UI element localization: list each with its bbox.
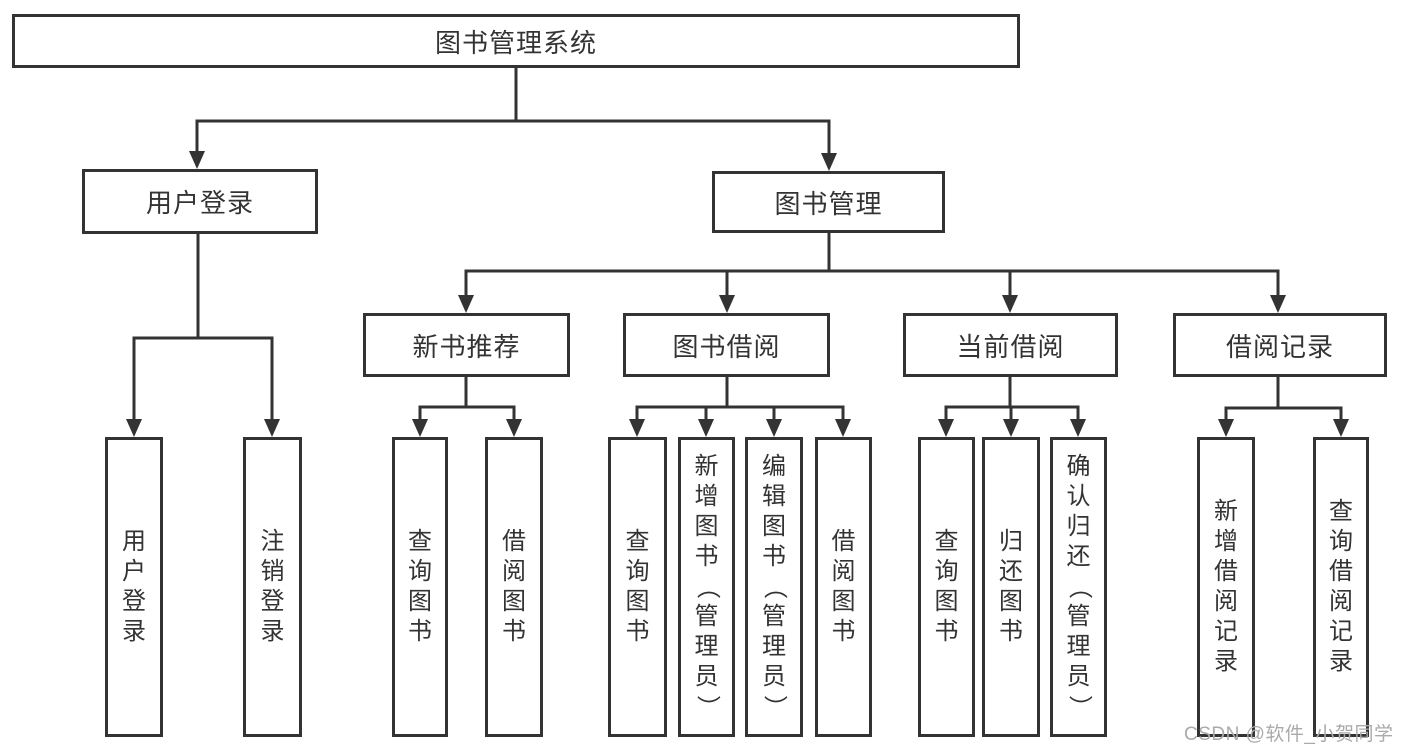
arrow-down-icon — [719, 295, 735, 313]
leaf-label: 新增图书（管理员） — [693, 453, 721, 719]
arrow-down-icon — [629, 419, 645, 437]
leaf-borrow-query-books: 查询图书 — [608, 437, 667, 737]
leaf-label: 确认归还（管理员） — [1065, 453, 1093, 719]
node-new-book-recommend: 新书推荐 — [363, 313, 570, 377]
node-root: 图书管理系统 — [12, 14, 1020, 68]
node-current-borrow: 当前借阅 — [903, 313, 1118, 377]
arrow-down-icon — [938, 419, 954, 437]
leaf-label: 借阅图书 — [831, 528, 856, 645]
leaf-label: 借阅图书 — [502, 528, 526, 645]
edge-records-to-leaves — [1224, 377, 1343, 419]
leaf-label: 编辑图书（管理员） — [761, 453, 788, 719]
leaf-label: 查询图书 — [408, 528, 432, 645]
arrow-down-icon — [698, 419, 714, 437]
arrow-down-icon — [264, 419, 280, 437]
arrow-down-icon — [506, 419, 522, 437]
edge-current-to-leaves — [944, 377, 1080, 419]
arrow-down-icon — [766, 419, 782, 437]
leaf-borrow-add-books-admin: 新增图书（管理员） — [678, 437, 735, 737]
arrow-down-icon — [1070, 419, 1086, 437]
edge-borrow-to-leaves — [635, 377, 845, 419]
node-book-management: 图书管理 — [712, 171, 945, 233]
leaf-newrec-borrow-books: 借阅图书 — [485, 437, 543, 737]
arrow-down-icon — [835, 419, 851, 437]
leaf-logout-login: 注销登录 — [243, 437, 302, 737]
leaf-label: 查询借阅记录 — [1329, 498, 1353, 675]
edge-bookmgmt-to-level2 — [464, 233, 1280, 295]
leaf-label: 查询图书 — [934, 528, 959, 645]
leaf-current-confirm-return-admin: 确认归还（管理员） — [1050, 437, 1107, 737]
leaf-current-query-books: 查询图书 — [918, 437, 975, 737]
watermark: CSDN @软件_小贺同学 — [1184, 724, 1394, 745]
edge-root-to-level1 — [195, 68, 831, 153]
node-borrow-records: 借阅记录 — [1173, 313, 1387, 377]
arrow-down-icon — [412, 419, 428, 437]
arrow-down-icon — [189, 151, 205, 169]
leaf-label: 查询图书 — [625, 528, 650, 645]
leaf-borrow-edit-books-admin: 编辑图书（管理员） — [745, 437, 803, 737]
arrow-down-icon — [126, 419, 142, 437]
leaf-label: 新增借阅记录 — [1214, 498, 1238, 675]
leaf-label: 归还图书 — [999, 528, 1023, 645]
leaf-label: 用户登录 — [122, 528, 146, 645]
arrow-down-icon — [1218, 419, 1234, 437]
arrow-down-icon — [821, 153, 837, 171]
node-book-borrow: 图书借阅 — [623, 313, 830, 377]
leaf-current-return-books: 归还图书 — [982, 437, 1040, 737]
arrow-down-icon — [1002, 295, 1018, 313]
arrow-down-icon — [458, 295, 474, 313]
leaf-user-login: 用户登录 — [105, 437, 163, 737]
node-user-login: 用户登录 — [82, 169, 318, 234]
leaf-records-query-record: 查询借阅记录 — [1313, 437, 1369, 737]
leaf-newrec-query-books: 查询图书 — [392, 437, 448, 737]
leaf-label: 注销登录 — [260, 528, 285, 645]
edge-newbooks-to-leaves — [418, 377, 516, 419]
arrow-down-icon — [1003, 419, 1019, 437]
edge-userlogin-to-leaves — [132, 234, 274, 419]
arrow-down-icon — [1333, 419, 1349, 437]
leaf-records-add-record: 新增借阅记录 — [1197, 437, 1255, 737]
arrow-down-icon — [1270, 295, 1286, 313]
leaf-borrow-borrow-books: 借阅图书 — [815, 437, 872, 737]
